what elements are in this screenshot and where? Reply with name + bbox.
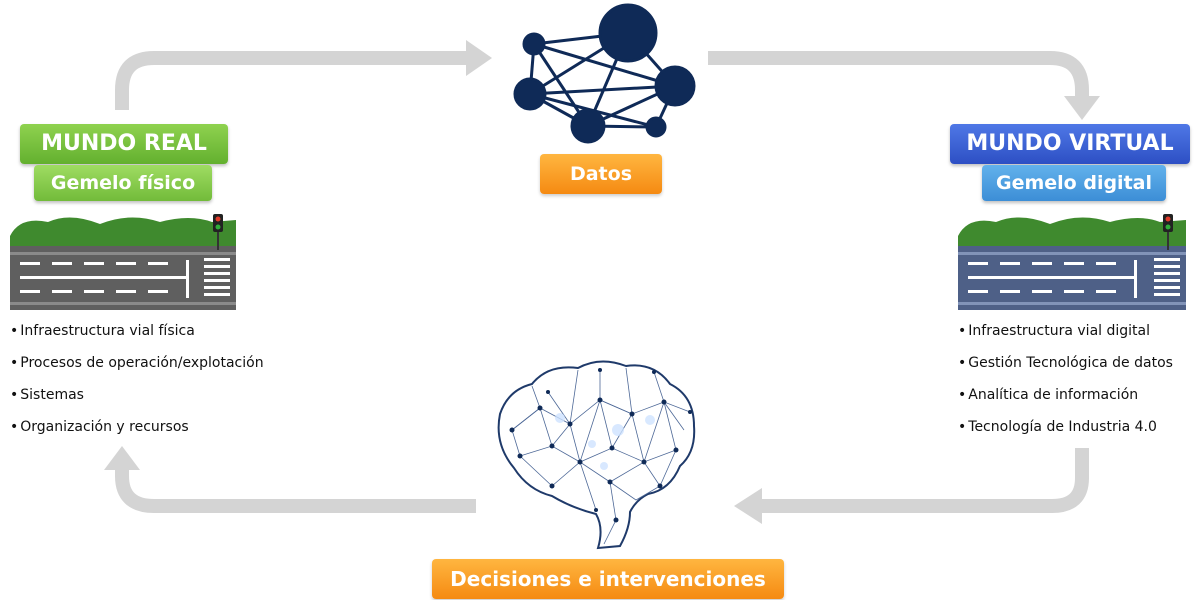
list-item: Organización y recursos bbox=[10, 416, 264, 448]
mundo-virtual-list: Infraestructura vial digital Gestión Tec… bbox=[958, 320, 1173, 448]
gemelo-fisico-subtitle: Gemelo físico bbox=[34, 165, 212, 201]
road-digital-icon bbox=[958, 214, 1186, 310]
arrowhead-to-virtual bbox=[1064, 96, 1100, 120]
mundo-virtual-title: MUNDO VIRTUAL bbox=[950, 124, 1190, 164]
arrowhead-to-datos bbox=[466, 40, 492, 76]
list-item: Infraestructura vial digital bbox=[958, 320, 1173, 352]
list-item: Tecnología de Industria 4.0 bbox=[958, 416, 1173, 448]
gemelo-digital-subtitle: Gemelo digital bbox=[982, 165, 1166, 201]
mundo-real-title: MUNDO REAL bbox=[20, 124, 228, 164]
arrowhead-to-decisiones bbox=[734, 488, 762, 524]
traffic-light-icon bbox=[213, 214, 223, 250]
road-physical-icon bbox=[10, 214, 236, 310]
arrow-decisiones-to-real bbox=[115, 470, 476, 513]
list-item: Infraestructura vial física bbox=[10, 320, 264, 352]
list-item: Analítica de información bbox=[958, 384, 1173, 416]
arrow-real-to-datos bbox=[115, 51, 470, 110]
network-icon bbox=[513, 3, 696, 144]
mundo-real-list: Infraestructura vial física Procesos de … bbox=[10, 320, 264, 448]
list-item: Sistemas bbox=[10, 384, 264, 416]
list-item: Procesos de operación/explotación bbox=[10, 352, 263, 384]
traffic-light-icon bbox=[1163, 214, 1173, 250]
list-item: Gestión Tecnológica de datos bbox=[958, 352, 1173, 384]
decisiones-label: Decisiones e intervenciones bbox=[432, 559, 784, 599]
arrow-virtual-to-decisiones bbox=[760, 448, 1089, 513]
datos-label: Datos bbox=[540, 154, 662, 194]
brain-network-icon bbox=[497, 360, 696, 550]
arrow-datos-to-virtual bbox=[708, 51, 1089, 98]
arrowhead-to-real bbox=[104, 446, 140, 470]
